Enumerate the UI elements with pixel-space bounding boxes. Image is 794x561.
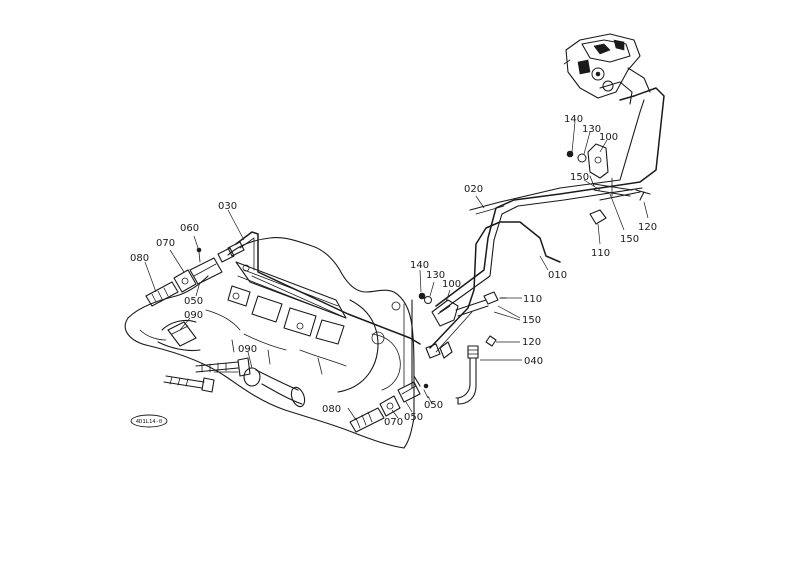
elbow-fitting-040 (455, 345, 479, 405)
callout-040: 040 (524, 356, 543, 367)
leader-lines (144, 121, 649, 421)
callout-050-lower: 050 (404, 412, 423, 423)
callout-150-upper-right: 150 (620, 234, 639, 245)
callout-140-upper: 140 (564, 114, 583, 125)
callout-080-lower: 080 (322, 404, 341, 415)
pipe-030 (217, 231, 421, 345)
callout-100-middle: 100 (442, 279, 461, 290)
upper-right-clamp-assembly (566, 143, 651, 225)
callout-070-lower: 070 (384, 417, 403, 428)
callout-090-center: 090 (238, 344, 257, 355)
figure-id-text: 4D1L14-0 (136, 419, 163, 425)
callout-110-middle: 110 (523, 294, 542, 305)
callout-130-middle: 130 (426, 270, 445, 281)
callout-130-upper: 130 (582, 124, 601, 135)
callout-100-upper: 100 (599, 132, 618, 143)
callout-020: 020 (464, 184, 483, 195)
callout-120-middle: 120 (522, 337, 541, 348)
callout-060-lower: 050 (424, 400, 443, 411)
callout-060-left: 060 (180, 223, 199, 234)
transmission-housing (124, 237, 415, 449)
figure-id-badge: 4D1L14-0 (130, 414, 168, 428)
callout-labels: 140 130 100 150 150 120 110 020 010 140 … (130, 114, 657, 428)
callout-010: 010 (548, 270, 567, 281)
callout-090-left: 090 (184, 310, 203, 321)
callout-030: 030 (218, 201, 237, 212)
callout-110-upper: 110 (591, 248, 610, 259)
middle-clamp-assembly (418, 291, 507, 359)
left-upper-fitting-assembly (145, 247, 223, 307)
callout-080-left: 080 (130, 253, 149, 264)
callout-150-middle: 150 (522, 315, 541, 326)
lower-right-fitting-assembly (349, 375, 429, 433)
callout-050-left: 050 (184, 296, 203, 307)
pipe-010 (429, 221, 561, 353)
callout-140-middle: 140 (410, 260, 429, 271)
callout-120-upper: 120 (638, 222, 657, 233)
control-valve (563, 33, 651, 105)
callout-070-left: 070 (156, 238, 175, 249)
callout-150-upper-left: 150 (570, 172, 589, 183)
